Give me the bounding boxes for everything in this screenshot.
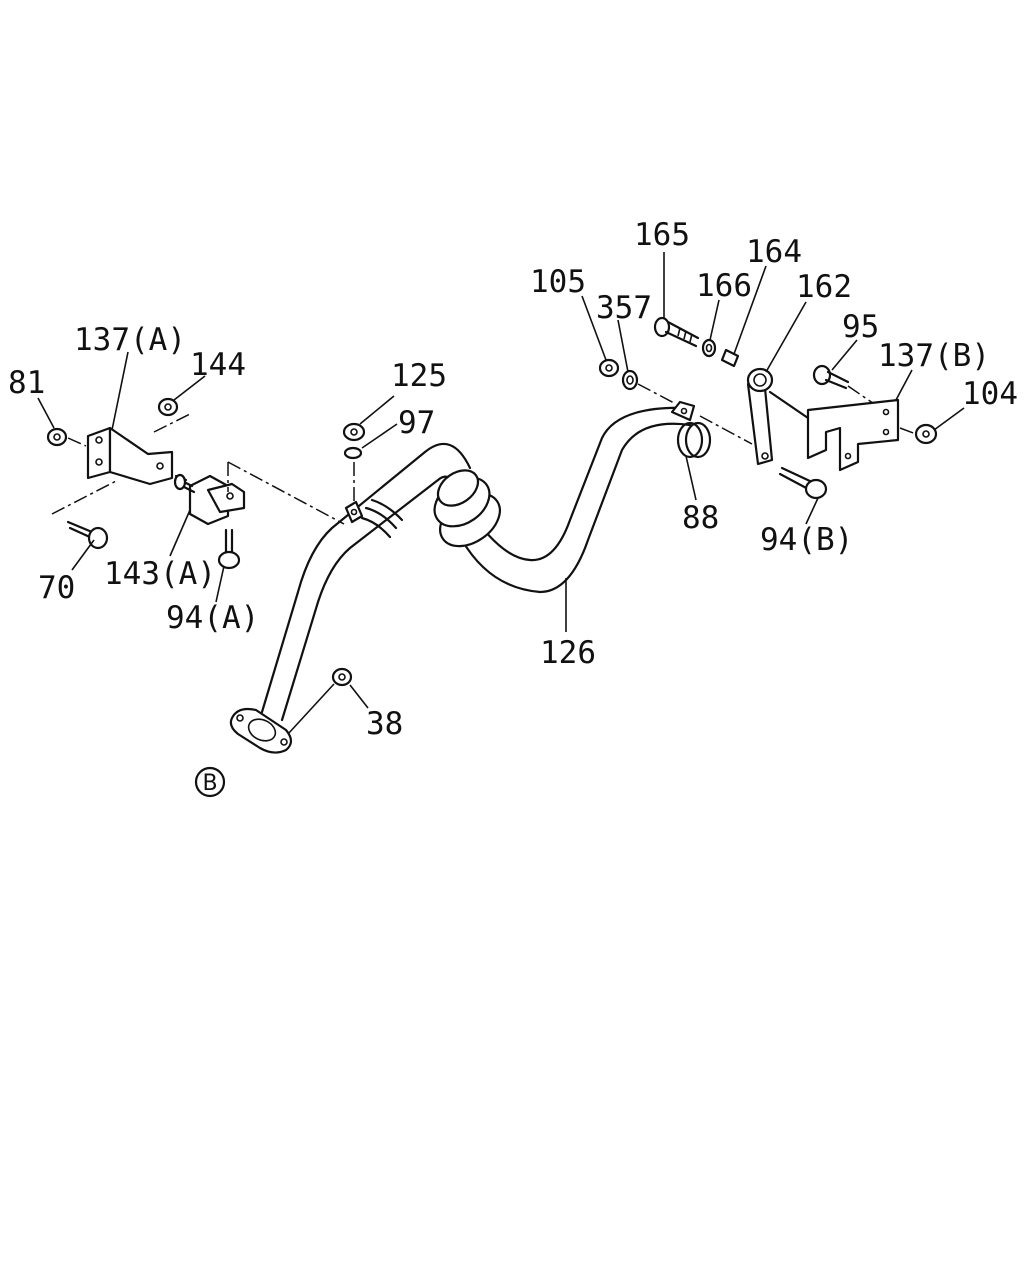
leader-lines — [37, 252, 965, 709]
callout-137b: 137(B) — [878, 338, 990, 374]
hanger-162 — [746, 367, 774, 466]
nut-105 — [598, 358, 620, 378]
callout-88: 88 — [682, 500, 719, 536]
nut-38 — [331, 667, 353, 687]
pipe-coupling — [433, 469, 501, 548]
callout-164: 164 — [746, 234, 802, 270]
flange-b — [229, 707, 293, 754]
callout-labels: 81 137(A) 144 70 143(A) 94(A) 125 97 38 … — [8, 217, 1018, 742]
callout-166: 166 — [696, 268, 752, 304]
nut-81 — [46, 427, 68, 447]
callout-81: 81 — [8, 365, 45, 401]
callout-357: 357 — [596, 290, 652, 326]
washer-357 — [621, 369, 639, 391]
nut-125 — [342, 422, 366, 442]
pipe-clamp-band — [344, 498, 404, 539]
callout-165: 165 — [634, 217, 690, 253]
callout-162: 162 — [796, 269, 852, 305]
callout-70: 70 — [38, 570, 75, 606]
nut-104 — [914, 423, 938, 445]
callout-94a: 94(A) — [166, 600, 259, 636]
pipe-clamp-88 — [670, 400, 712, 459]
callout-38: 38 — [366, 706, 403, 742]
bracket-137a — [86, 426, 174, 486]
callout-125: 125 — [391, 358, 447, 394]
flange-reference-label: B — [202, 771, 217, 796]
washer-97 — [343, 446, 363, 460]
nut-144 — [157, 397, 179, 417]
bracket-137b — [768, 390, 900, 472]
flange-reference-circle — [194, 766, 226, 798]
rubber-mount-143a — [174, 474, 246, 526]
callout-97: 97 — [398, 405, 435, 441]
bolt-143a — [173, 473, 188, 491]
collar-164 — [720, 348, 740, 368]
washer-166 — [701, 338, 717, 358]
exhaust-pipe-126 — [260, 406, 692, 722]
callout-94b: 94(B) — [760, 522, 853, 558]
callout-143a: 143(A) — [104, 556, 216, 592]
callout-104: 104 — [962, 376, 1018, 412]
callout-137a: 137(A) — [74, 322, 186, 358]
bolt-165 — [653, 316, 700, 348]
callout-105: 105 — [530, 264, 586, 300]
callout-95: 95 — [842, 309, 879, 345]
callout-126: 126 — [540, 635, 596, 671]
bolt-95 — [812, 364, 850, 390]
bolt-70 — [66, 520, 109, 550]
callout-144: 144 — [190, 347, 246, 383]
bolt-94b — [778, 466, 828, 500]
bolt-94a — [217, 528, 241, 570]
